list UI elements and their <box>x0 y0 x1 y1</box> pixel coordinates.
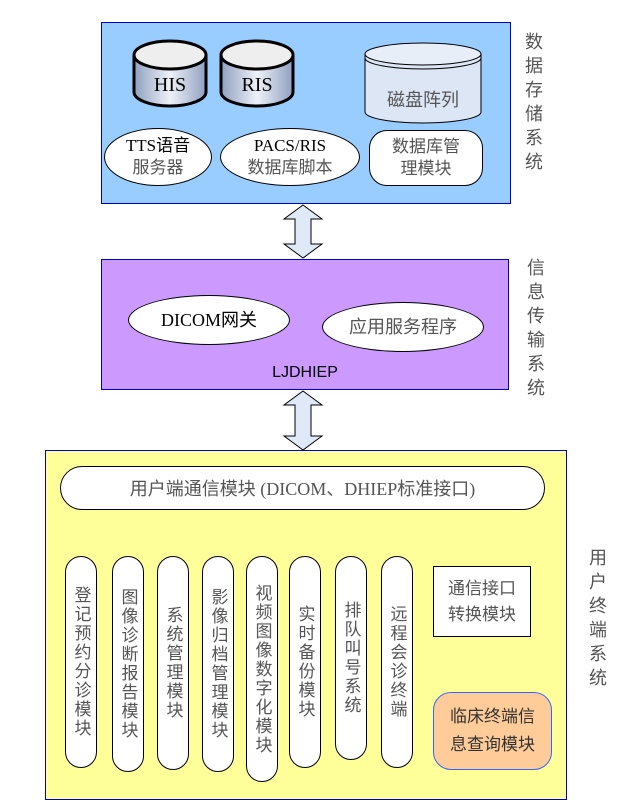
tts-server: TTS语音服务器 <box>104 128 212 186</box>
db-line1: 数据库管 <box>392 137 460 156</box>
transport-terminal-arrow <box>282 390 324 451</box>
terminal-module: 系统管理模块 <box>157 556 189 770</box>
terminal-module-label: 图像诊断报告模块 <box>118 588 138 740</box>
pacs-line1: PACS/RIS <box>253 136 327 155</box>
terminal-module-label: 排队叫号系统 <box>341 601 361 715</box>
tts-line2: 服务器 <box>132 158 184 177</box>
storage-system-label: 数据存储系统 <box>523 32 543 176</box>
terminal-module-label: 实时备份模块 <box>295 605 315 719</box>
terminal-module: 远程会诊终端 <box>381 556 413 768</box>
terminal-module: 视频图像数字化模块 <box>246 556 278 782</box>
ris-database-icon <box>219 39 295 108</box>
db-line2: 理模块 <box>400 159 452 178</box>
terminal-module-label: 影像归档管理模块 <box>208 588 228 740</box>
disk-array-label: 磁盘阵列 <box>387 90 459 110</box>
transport-system-label: 信息传输系统 <box>525 258 545 402</box>
cq-line1: 临床终端信 <box>450 707 535 726</box>
terminal-system-label: 用户终端系统 <box>587 548 607 692</box>
terminal-module: 登记预约分诊模块 <box>65 556 97 768</box>
pacs-ris-script: PACS/RIS 数据库脚本 <box>220 128 360 186</box>
storage-transport-arrow <box>282 204 324 259</box>
app-service-program: 应用服务程序 <box>322 302 484 352</box>
terminal-module-label: 系统管理模块 <box>163 606 183 720</box>
terminal-module: 排队叫号系统 <box>335 556 367 760</box>
terminal-module-label: 远程会诊终端 <box>387 605 407 719</box>
ic-line2: 转换模块 <box>448 604 516 624</box>
ris-label: RIS <box>241 73 273 96</box>
cq-line2: 息查询模块 <box>450 735 535 754</box>
tts-line1: TTS语音 <box>125 136 191 155</box>
his-label: HIS <box>153 73 187 96</box>
dicom-gateway: DICOM网关 <box>128 295 290 345</box>
terminal-module-label: 登记预约分诊模块 <box>71 586 91 738</box>
ic-line1: 通信接口 <box>448 578 516 598</box>
terminal-module: 图像诊断报告模块 <box>112 556 144 772</box>
terminal-module-label: 视频图像数字化模块 <box>252 583 272 755</box>
interface-conversion-module: 通信接口转换模块 <box>433 566 531 637</box>
pacs-line2: 数据库脚本 <box>247 158 333 177</box>
db-management-module: 数据库管理模块 <box>369 130 483 186</box>
terminal-module: 影像归档管理模块 <box>202 556 234 772</box>
his-database-icon <box>132 39 208 108</box>
ljdhiep-label: LJDHIEP <box>272 364 338 381</box>
clinical-query-module: 临床终端信息查询模块 <box>433 692 552 770</box>
client-comm-module: 用户端通信模块 (DICOM、DHIEP标准接口) <box>60 466 545 510</box>
terminal-module: 实时备份模块 <box>289 556 321 768</box>
disk-array-icon <box>364 42 482 124</box>
